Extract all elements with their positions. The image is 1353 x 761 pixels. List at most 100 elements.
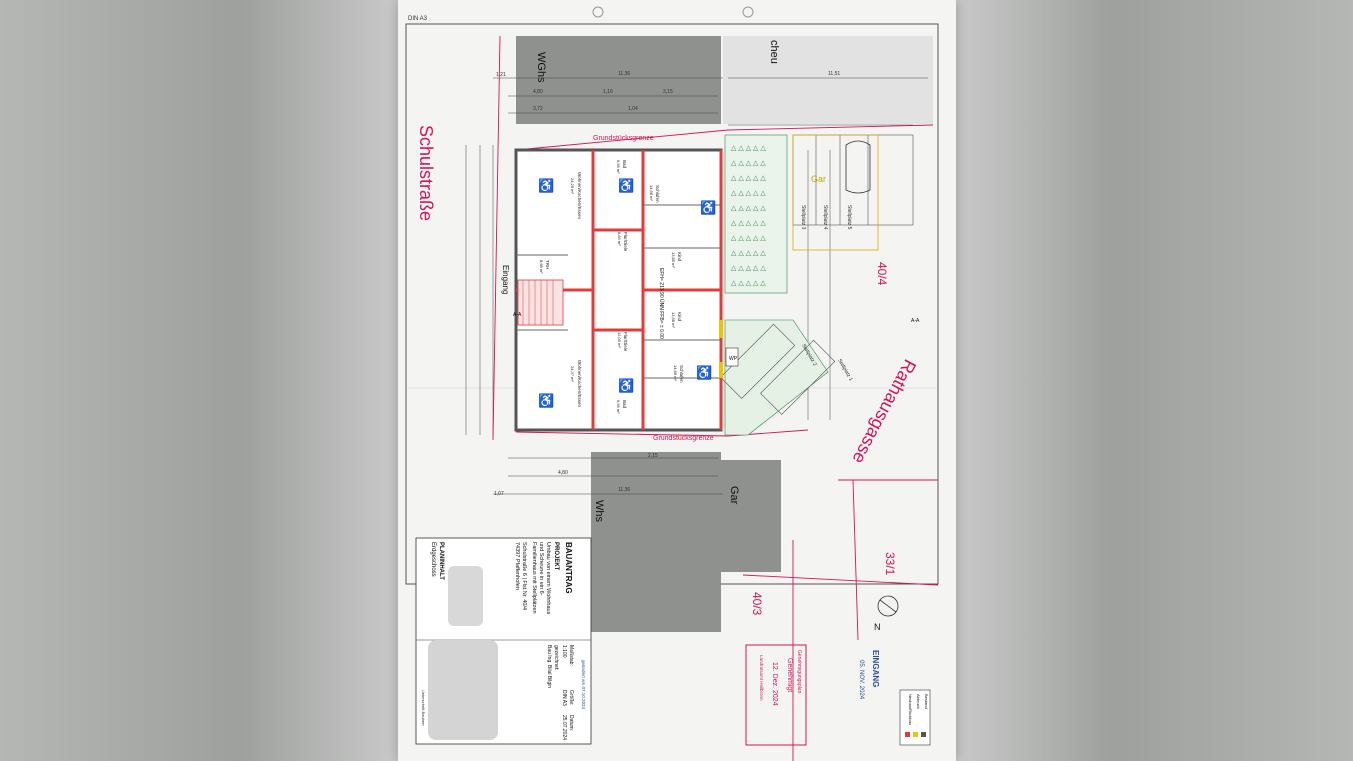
svg-text:Wohnen/Kochen/Essen: Wohnen/Kochen/Essen — [577, 360, 582, 407]
svg-text:1,21: 1,21 — [496, 72, 506, 78]
svg-text:1,07: 1,07 — [494, 491, 504, 497]
boundary-label-top: Grundstücksgrenze — [593, 135, 654, 142]
wheelchair-icons: ♿♿♿ ♿♿♿ — [538, 178, 716, 408]
redacted-signature — [428, 640, 498, 740]
svg-text:24,25 m²: 24,25 m² — [570, 178, 575, 194]
title-project-label: PROJEKT — [553, 542, 559, 571]
changed-note: geändert am 07.10.2024 — [581, 660, 586, 710]
neighbor-building-bottom — [591, 452, 721, 632]
heat-pump-label: WP — [729, 356, 738, 362]
section-marker-left: A-A — [513, 312, 522, 318]
svg-text:♿: ♿ — [618, 178, 634, 193]
svg-text:4,80: 4,80 — [558, 470, 568, 476]
size-label: Größe: — [568, 690, 574, 706]
heat-pump — [725, 347, 739, 367]
building-label-cheu: cheu — [768, 40, 780, 64]
neighbor-building-top-left — [516, 36, 721, 124]
parking-3: Stellplatz 3 — [800, 205, 806, 230]
svg-text:Flur/Dielе: Flur/Dielе — [623, 232, 628, 252]
svg-text:△ △ △ △ △: △ △ △ △ △ — [731, 205, 766, 212]
yellow-marker — [719, 320, 723, 338]
boundary-label-bottom: Grundstücksgrenze — [653, 435, 714, 442]
svg-text:11,51: 11,51 — [828, 71, 840, 77]
title-project-line-1: Umbau von einem Wohnhaus — [545, 542, 551, 615]
parking-1: Stellplatz 1 — [836, 358, 854, 382]
green-pattern: △ △ △ △ △ △ △ △ △ △ △ △ △ △ △ △ △ △ △ △ △ … — [731, 145, 766, 287]
svg-text:13,85 m²: 13,85 m² — [671, 252, 676, 268]
approval-header: Genehmigungsplan — [796, 650, 802, 694]
svg-text:8,68 m²: 8,68 m² — [539, 260, 544, 274]
building-label-whs: Whs — [593, 500, 605, 523]
svg-text:3,15: 3,15 — [663, 89, 673, 95]
green-area-top — [724, 134, 788, 294]
svg-text:△ △ △ △ △: △ △ △ △ △ — [731, 220, 766, 227]
approval-date: 12. Dez. 2024 — [771, 662, 778, 706]
svg-text:5,55 m²: 5,55 m² — [616, 400, 621, 414]
north-arrow-icon — [877, 595, 899, 617]
svg-text:4,80: 4,80 — [533, 89, 543, 95]
signature-label: Unterschrift Bauherr — [421, 690, 426, 726]
svg-text:△ △ △ △ △: △ △ △ △ △ — [731, 145, 766, 152]
svg-text:14,58 m²: 14,58 m² — [649, 185, 654, 201]
punch-hole — [742, 6, 754, 18]
svg-text:△ △ △ △ △: △ △ △ △ △ — [731, 175, 766, 182]
parcel-boundary — [492, 35, 939, 761]
level-label: EFH= 213.90 ÜNN FFB= ± 0.00 — [658, 268, 665, 339]
scale-label: Maßstab: — [568, 645, 574, 666]
svg-text:Schlafen: Schlafen — [655, 185, 660, 203]
svg-text:△ △ △ △ △: △ △ △ △ △ — [731, 190, 766, 197]
svg-text:△ △ △ △ △: △ △ △ △ △ — [731, 265, 766, 272]
svg-text:Schlafen: Schlafen — [679, 365, 684, 383]
svg-text:♿: ♿ — [538, 178, 554, 193]
section-marker-right: A-A — [911, 318, 920, 324]
svg-text:14,66 m²: 14,66 m² — [673, 365, 678, 381]
approval-stamp — [745, 644, 807, 746]
legend-swatch-abbruch — [913, 732, 918, 737]
drawn-value: Bau Ing. Bilal Bilgin — [546, 645, 552, 688]
room-labels: Wohnen/Kochen/Essen 24,25 m² Bad 5,55 m²… — [539, 160, 684, 414]
legend-swatch-neubau — [905, 732, 910, 737]
legend-item-neubau: Neubau/Rückbau — [908, 694, 913, 725]
approval-authority: Landratsamt Heilbronn — [759, 655, 764, 701]
svg-text:13,58 m²: 13,58 m² — [671, 312, 676, 328]
svg-text:△ △ △ △ △: △ △ △ △ △ — [731, 250, 766, 257]
svg-text:♿: ♿ — [700, 200, 716, 215]
svg-text:Bad: Bad — [622, 400, 627, 409]
svg-text:♿: ♿ — [618, 378, 634, 393]
car-icon — [845, 140, 871, 194]
staircase — [517, 279, 564, 326]
svg-text:11,36: 11,36 — [618, 71, 630, 77]
title-project-line-2: und Scheune in ein 6- — [538, 542, 544, 596]
neighbor-building-top-right — [723, 36, 933, 124]
north-label: N — [874, 622, 881, 632]
svg-text:5,55 m²: 5,55 m² — [616, 160, 621, 174]
parking-4: Stellplatz 4 — [822, 205, 828, 230]
svg-text:12,00 m²: 12,00 m² — [617, 332, 622, 348]
received-date: 05. NOV. 2024 — [858, 660, 864, 700]
garage-label: Gar — [811, 174, 826, 184]
title-plan-content: Erdgeschoss — [430, 542, 436, 577]
drawn-label: gezeichnet: — [553, 645, 559, 671]
stair-steps — [522, 280, 554, 325]
svg-text:♿: ♿ — [538, 393, 554, 408]
svg-text:1,16: 1,16 — [603, 89, 613, 95]
svg-text:△ △ △ △ △: △ △ △ △ △ — [731, 235, 766, 242]
svg-text:Flur/Diele: Flur/Diele — [623, 332, 628, 352]
svg-text:24,37 m²: 24,37 m² — [570, 366, 575, 382]
legend-swatch-bestand — [921, 732, 926, 737]
title-address-line-2: 74397 Pfaffenhofen — [514, 542, 520, 590]
legend-item-abbruch: Abbruch — [916, 694, 921, 709]
street-label-rathausgasse: Rathausgasse — [848, 356, 920, 467]
parking-5: Stellplatz 5 — [846, 205, 852, 230]
size-value: DIN A3 — [561, 690, 567, 706]
svg-text:8,83 m²: 8,83 m² — [617, 232, 622, 246]
svg-text:3,72: 3,72 — [533, 106, 543, 112]
background-left — [0, 0, 400, 761]
entrance-label: Eingang — [501, 265, 510, 294]
garage-outline — [792, 134, 879, 251]
svg-text:1,04: 1,04 — [628, 106, 638, 112]
date-value: 25.07.2024 — [561, 715, 567, 740]
